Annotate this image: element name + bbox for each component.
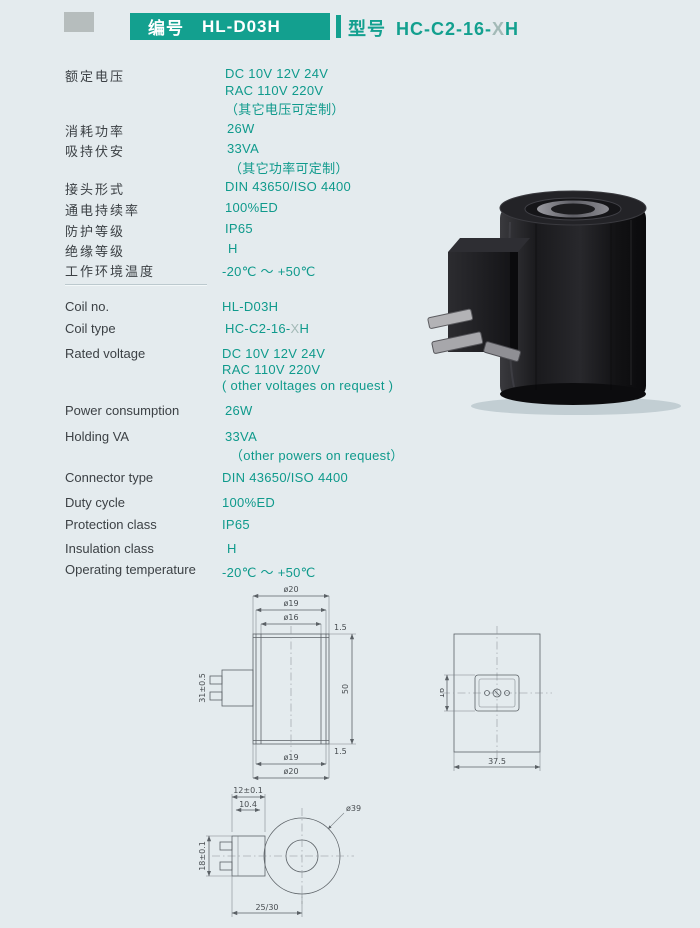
coil-connector-housing bbox=[448, 238, 530, 352]
spec-en-value: DIN 43650/ISO 4400 bbox=[222, 470, 349, 485]
spec-en-value: H bbox=[227, 541, 237, 556]
spec-cn-value: （其它功率可定制） bbox=[229, 161, 349, 176]
product-photo-solenoid-coil bbox=[427, 190, 681, 415]
spec-en-label-rated-voltage: Rated voltage bbox=[65, 346, 146, 361]
dim-front-edge-top: 1.5 bbox=[334, 623, 347, 632]
spec-en-value: -20℃ ～ +50℃ bbox=[222, 565, 316, 580]
dim-bottom-pin-span: 12±0.1 bbox=[233, 786, 263, 795]
model-value: HC-C2-16-XH bbox=[396, 19, 520, 39]
spec-en-label-holding-va: Holding VA bbox=[65, 429, 130, 444]
header-divider-bar bbox=[336, 15, 341, 38]
spec-cn-value: 33VA bbox=[227, 141, 260, 156]
front-view-drawing: ø20 ø19 ø16 50 1.5 1.5 ø19 ø20 31±0.5 bbox=[198, 585, 356, 781]
spec-en-value: RAC 110V 220V bbox=[222, 362, 321, 377]
spec-cn-label-duty-cycle: 通电持续率 bbox=[65, 203, 141, 218]
spec-cn-value: DC 10V 12V 24V bbox=[225, 66, 329, 81]
spec-cn-label-holding-va: 吸持伏安 bbox=[65, 144, 126, 159]
code-label: 编号 bbox=[148, 19, 184, 38]
dim-front-connector: 31±0.5 bbox=[198, 673, 207, 703]
spec-en-value: IP65 bbox=[222, 517, 250, 532]
dim-side-height: 16 bbox=[440, 688, 446, 698]
spec-en-label-connector: Connector type bbox=[65, 470, 154, 485]
side-view-drawing: 16 37.5 bbox=[440, 626, 552, 771]
spec-en-value: 33VA bbox=[225, 429, 258, 444]
dim-front-dia-bottom-outer: ø20 bbox=[283, 767, 298, 776]
coil-body bbox=[499, 190, 647, 405]
spec-cn-label-protection: 防护等级 bbox=[65, 224, 126, 239]
dim-front-dia-top-outer: ø20 bbox=[283, 585, 298, 594]
dim-bottom-connector-height: 18±0.1 bbox=[198, 841, 207, 871]
corner-decoration bbox=[64, 12, 94, 32]
spec-en-value: 100%ED bbox=[222, 495, 276, 510]
spec-en-label-protection: Protection class bbox=[65, 517, 157, 532]
dim-bottom-pin-width: 10.4 bbox=[239, 800, 257, 809]
spec-en-label-temperature: Operating temperature bbox=[65, 562, 196, 577]
model-line: 型号 HC-C2-16-XH bbox=[348, 15, 519, 41]
spec-en-value: 26W bbox=[225, 403, 253, 418]
code-value: HL-D03H bbox=[202, 16, 281, 36]
spec-cn-value: RAC 110V 220V bbox=[225, 83, 324, 98]
spec-cn-value: 100%ED bbox=[225, 200, 279, 215]
spec-cn-label-connector: 接头形式 bbox=[65, 182, 126, 197]
dim-bottom-diameter: ø39 bbox=[346, 804, 361, 813]
dim-bottom-depth: 25/30 bbox=[255, 903, 278, 912]
spec-en-value: HL-D03H bbox=[222, 299, 279, 314]
spec-cn-label-power: 消耗功率 bbox=[65, 124, 126, 139]
section-divider bbox=[65, 284, 207, 285]
spec-cn-label-insulation: 绝缘等级 bbox=[65, 244, 126, 259]
spec-cn-value: 26W bbox=[227, 121, 255, 136]
spec-en-label-power: Power consumption bbox=[65, 403, 180, 418]
spec-en-value: DC 10V 12V 24V bbox=[222, 346, 326, 361]
dim-front-edge-bottom: 1.5 bbox=[334, 747, 347, 756]
spec-cn-value: H bbox=[228, 241, 238, 256]
coil-type-value: HC-C2-16-XH bbox=[225, 321, 310, 336]
spec-cn-value: DIN 43650/ISO 4400 bbox=[225, 179, 352, 194]
spec-cn-label-temperature: 工作环境温度 bbox=[65, 264, 156, 279]
model-label: 型号 bbox=[348, 19, 386, 39]
spec-cn-label-rated-voltage: 额定电压 bbox=[65, 69, 126, 84]
spec-en-label-coil-no: Coil no. bbox=[65, 299, 110, 314]
product-code-badge: 编号 HL-D03H bbox=[130, 13, 330, 40]
spec-cn-value: （其它电压可定制） bbox=[225, 102, 345, 117]
dim-front-height: 50 bbox=[341, 684, 350, 694]
spec-en-label-coil-type: Coil type bbox=[65, 321, 116, 336]
coil-terminal-pins bbox=[427, 308, 521, 362]
dim-front-dia-top-mid: ø19 bbox=[283, 599, 298, 608]
spec-en-label-duty-cycle: Duty cycle bbox=[65, 495, 125, 510]
spec-cn-value: IP65 bbox=[225, 221, 253, 236]
spec-en-value: （other powers on request） bbox=[230, 448, 404, 463]
bottom-view-drawing: ø39 12±0.1 10.4 18±0.1 25/30 bbox=[198, 786, 361, 917]
dim-front-dia-bottom-mid: ø19 bbox=[283, 753, 298, 762]
spec-en-label-insulation: Insulation class bbox=[65, 541, 154, 556]
dim-side-width: 37.5 bbox=[488, 757, 506, 766]
spec-en-value: ( other voltages on request ) bbox=[222, 378, 394, 393]
spec-cn-value: -20℃ ～ +50℃ bbox=[222, 264, 316, 279]
dim-front-dia-top-inner: ø16 bbox=[283, 613, 298, 622]
